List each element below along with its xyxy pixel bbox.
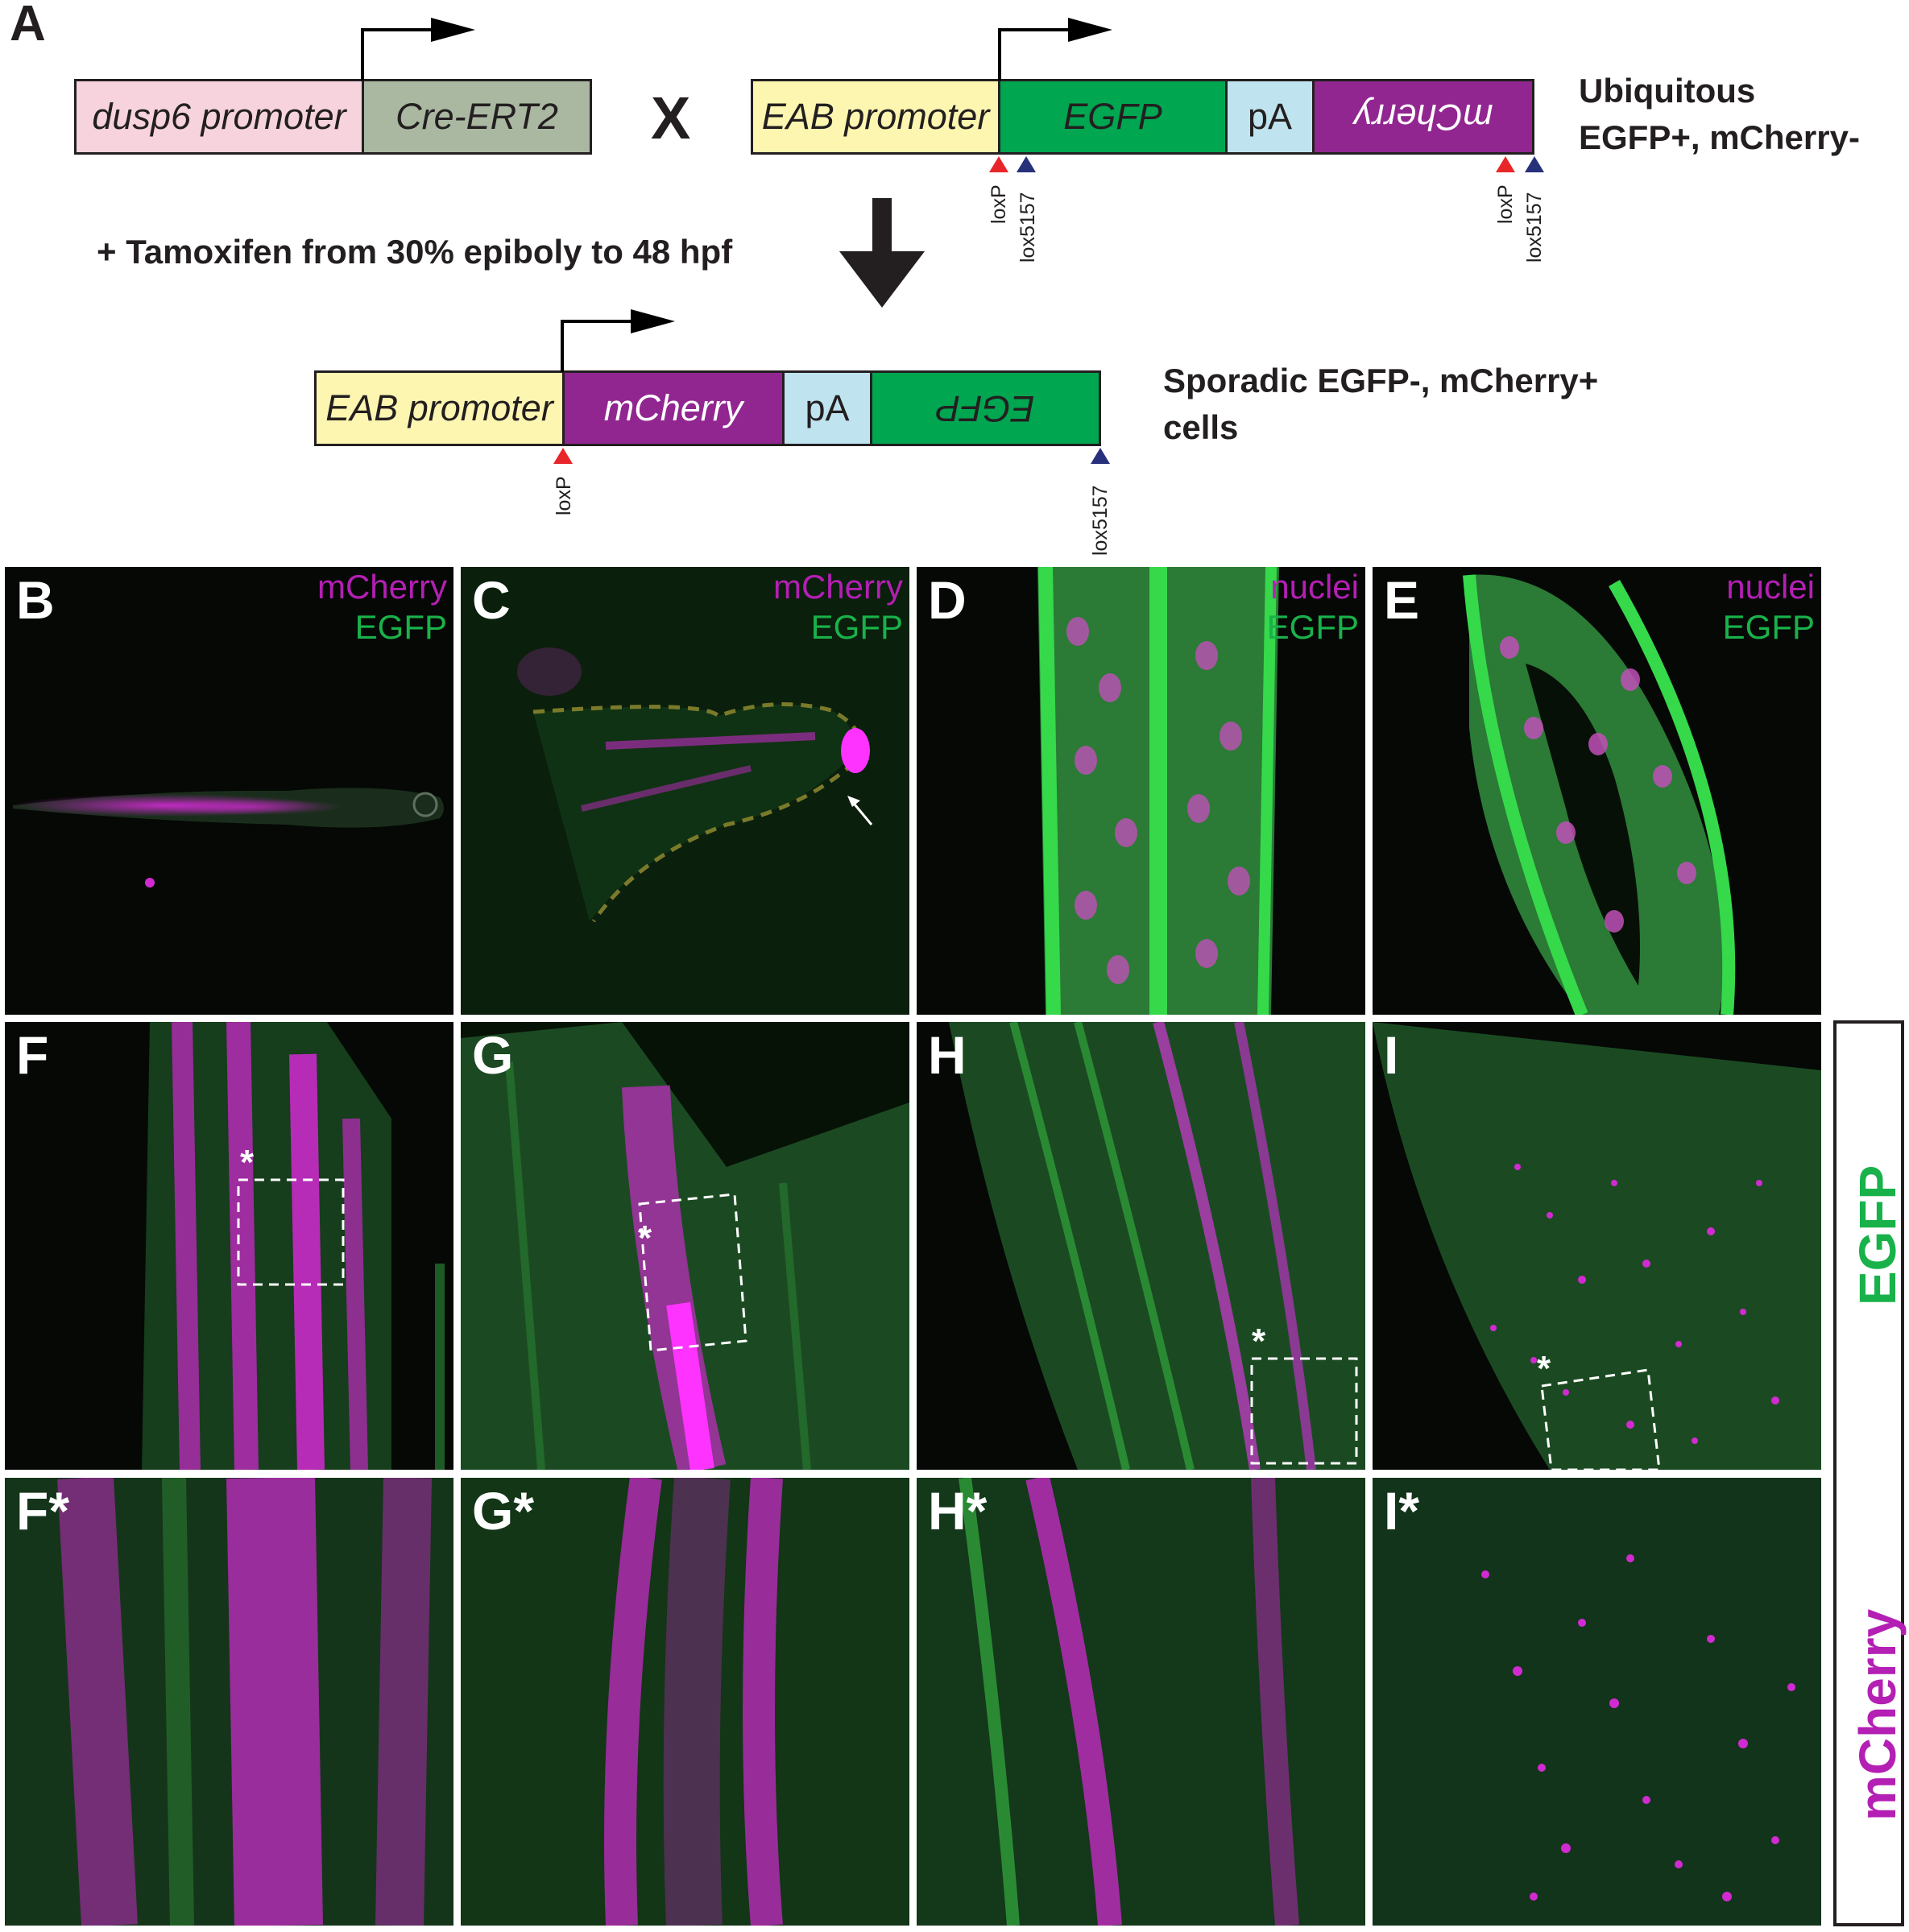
- down-arrow-icon: [839, 198, 925, 308]
- panel-a-label: A: [10, 0, 46, 52]
- reporter-result-text: Ubiquitous EGFP+, mCherry-: [1579, 68, 1860, 161]
- panel-e-nuclei-label: nuclei: [1726, 568, 1815, 606]
- panel-g-micrograph: G *: [461, 1022, 909, 1470]
- panel-b-label: B: [16, 570, 55, 630]
- panel-d-nuclei-label: nuclei: [1270, 568, 1359, 606]
- panel-e-egfp-label: EGFP: [1722, 608, 1815, 646]
- panel-f-star-micrograph: F*: [5, 1478, 453, 1926]
- reporter-loxp-label-2: loxP: [1494, 184, 1517, 224]
- tissue-section-d: [1037, 567, 1279, 1015]
- panel-b-mcherry-label: mCherry: [317, 568, 447, 606]
- recombined-mcherry-box: mCherry: [562, 370, 785, 446]
- reporter-lox5157-site-2: [1525, 156, 1544, 172]
- fin-image-i: [1373, 1022, 1821, 1470]
- panel-i-star-label: I*: [1384, 1481, 1420, 1541]
- fin-image-g: [461, 1022, 909, 1470]
- recombined-loxp-label: loxP: [553, 476, 575, 515]
- recombined-eab-promoter-box: EAB promoter: [314, 370, 565, 446]
- recombined-result-line-1: Sporadic EGFP-, mCherry+: [1163, 362, 1599, 399]
- panel-f-label: F: [16, 1025, 49, 1085]
- panel-f-inset-marker: *: [240, 1143, 255, 1182]
- cre-ert2-box: Cre-ERT2: [362, 79, 592, 155]
- reporter-result-line-2: EGFP+, mCherry-: [1579, 118, 1860, 156]
- tissue-section-e: [1463, 574, 1736, 1015]
- panel-d-label: D: [928, 570, 967, 630]
- reporter-lox5157-site-1: [1017, 156, 1036, 172]
- recombined-pa-box: pA: [782, 370, 872, 446]
- reporter-loxp-site-2: [1496, 156, 1515, 172]
- panel-g-star-micrograph: G*: [461, 1478, 909, 1926]
- recombined-promoter-arrow: [561, 309, 675, 372]
- recombined-lox5157-site: [1091, 448, 1110, 464]
- panel-f-star-label: F*: [16, 1481, 69, 1541]
- reporter-mcherry-label-inverted: mCherry: [1353, 97, 1493, 138]
- reporter-pa-box: pA: [1225, 79, 1315, 155]
- panel-h-star-micrograph: H*: [917, 1478, 1365, 1926]
- zoom-image-f: [57, 1478, 432, 1926]
- recombined-loxp-site: [553, 448, 573, 464]
- zoom-image-g: [604, 1478, 783, 1926]
- cross-symbol: X: [651, 85, 691, 151]
- panel-b-egfp-label: EGFP: [354, 608, 447, 646]
- panel-e-micrograph: E nuclei EGFP: [1373, 567, 1821, 1015]
- recombined-result-line-2: cells: [1163, 408, 1239, 446]
- recombined-result-text: Sporadic EGFP-, mCherry+ cells: [1163, 358, 1598, 451]
- panel-i-label: I: [1384, 1025, 1399, 1085]
- panel-d-micrograph: D nuclei EGFP: [917, 567, 1365, 1015]
- panel-g-inset-marker: *: [638, 1218, 652, 1258]
- panel-i-micrograph: I *: [1373, 1022, 1821, 1470]
- reporter-egfp-box: EGFP: [998, 79, 1228, 155]
- panel-h-star-label: H*: [928, 1481, 988, 1541]
- dusp6-promoter-box: dusp6 promoter: [74, 79, 364, 155]
- reporter-eab-promoter-box: EAB promoter: [751, 79, 1000, 155]
- fin-image-f: [142, 1022, 445, 1470]
- fin-image-h: [949, 1022, 1365, 1470]
- panel-d-egfp-label: EGFP: [1266, 608, 1359, 646]
- recombined-egfp-box: EGFP: [870, 370, 1101, 446]
- panel-c-label: C: [472, 570, 511, 630]
- reporter-lox5157-label-2: lox5157: [1523, 192, 1546, 263]
- reporter-loxp-site-1: [989, 156, 1008, 172]
- panel-i-inset-marker: *: [1537, 1349, 1551, 1388]
- fin-image: [517, 647, 873, 923]
- panel-h-inset-marker: *: [1252, 1322, 1266, 1361]
- legend-mcherry-label: mCherry: [1849, 1608, 1907, 1821]
- panel-e-label: E: [1384, 570, 1420, 630]
- zoom-image-i: [1481, 1554, 1795, 1901]
- recombined-lox5157-label: lox5157: [1089, 485, 1112, 556]
- panel-c-egfp-label: EGFP: [810, 608, 903, 646]
- reporter-promoter-arrow: [998, 18, 1112, 81]
- panel-f-micrograph: F *: [5, 1022, 453, 1470]
- panel-c-mcherry-label: mCherry: [772, 568, 903, 606]
- zoom-image-h: [959, 1478, 1299, 1926]
- panel-b-micrograph: B mCherry EGFP: [5, 567, 453, 1015]
- reporter-loxp-label-1: loxP: [988, 184, 1010, 224]
- panel-g-star-label: G*: [472, 1481, 535, 1541]
- panel-h-label: H: [928, 1025, 967, 1085]
- driver-promoter-arrow: [361, 18, 475, 81]
- panel-g-label: G: [472, 1025, 514, 1085]
- channel-legend: EGFP mCherry: [1833, 1020, 1907, 1926]
- tamoxifen-treatment-text: + Tamoxifen from 30% epiboly to 48 hpf: [97, 233, 733, 271]
- panel-i-star-micrograph: I*: [1373, 1478, 1821, 1926]
- legend-egfp-label: EGFP: [1849, 1165, 1907, 1305]
- reporter-result-line-1: Ubiquitous: [1579, 72, 1756, 110]
- larva-image: [13, 788, 444, 887]
- panel-h-micrograph: H *: [917, 1022, 1365, 1470]
- recombined-egfp-label-inverted: EGFP: [936, 388, 1035, 429]
- panel-c-micrograph: C mCherry EGFP: [461, 567, 909, 1015]
- reporter-mcherry-box: mCherry: [1312, 79, 1534, 155]
- reporter-lox5157-label-1: lox5157: [1017, 192, 1039, 263]
